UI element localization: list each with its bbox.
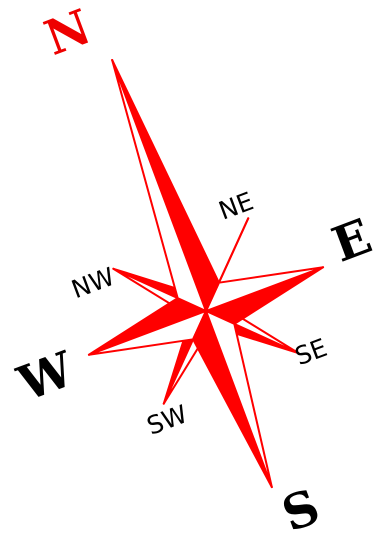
label-sw: SW [143,399,191,440]
label-n: N [38,0,99,67]
label-nw: NW [68,262,119,304]
label-se: SE [291,333,331,371]
label-e: E [325,208,375,273]
label-ne: NE [215,186,257,225]
label-s: S [275,479,327,541]
compass-star [0,16,375,531]
point-n-filled-half [112,52,226,311]
label-w: W [10,341,82,413]
